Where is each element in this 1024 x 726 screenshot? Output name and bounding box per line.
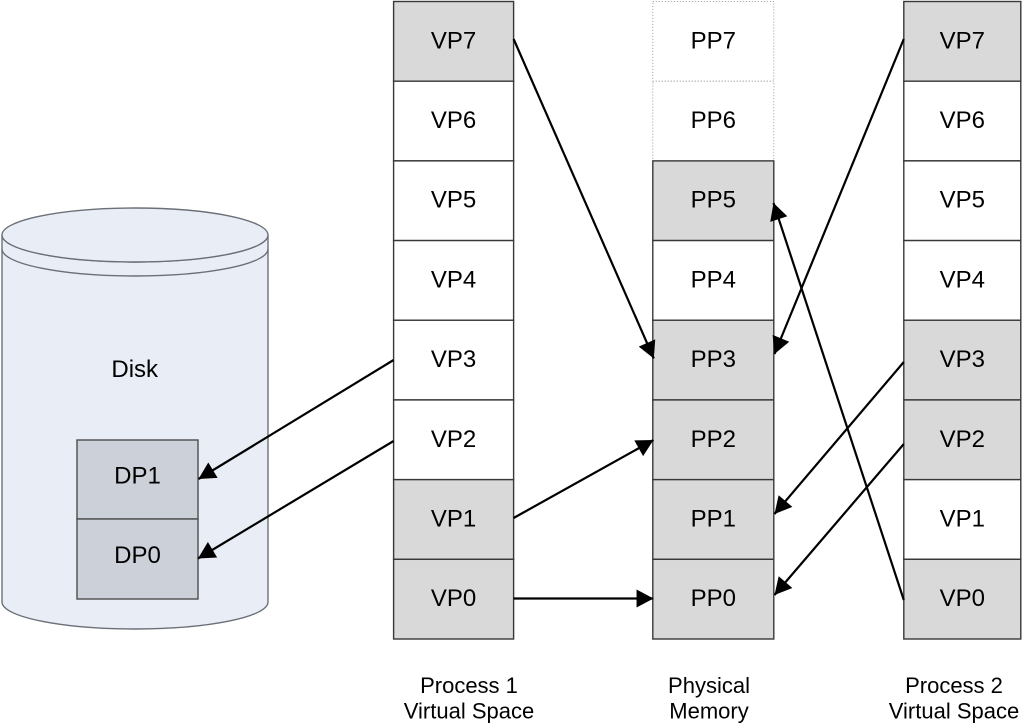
svg-text:Process 1: Process 1 [420,673,518,698]
svg-text:PP4: PP4 [691,266,736,293]
svg-text:VP2: VP2 [431,426,476,453]
svg-text:PP1: PP1 [691,506,736,533]
svg-text:DP1: DP1 [114,463,161,490]
svg-text:VP3: VP3 [940,346,985,373]
svg-text:Memory: Memory [669,699,748,724]
svg-text:VP7: VP7 [431,27,476,54]
svg-text:VP7: VP7 [940,27,985,54]
svg-text:PP3: PP3 [691,346,736,373]
svg-text:VP4: VP4 [431,266,476,293]
svg-text:VP6: VP6 [431,107,476,134]
svg-text:Process 2: Process 2 [905,673,1003,698]
svg-text:VP5: VP5 [940,187,985,214]
svg-text:VP1: VP1 [940,506,985,533]
svg-text:PP0: PP0 [691,585,736,612]
svg-text:PP5: PP5 [691,187,736,214]
svg-text:VP0: VP0 [940,585,985,612]
svg-text:VP0: VP0 [431,585,476,612]
svg-text:VP4: VP4 [940,266,985,293]
svg-text:Virtual Space: Virtual Space [404,699,534,724]
svg-text:DP0: DP0 [114,542,161,569]
svg-text:PP6: PP6 [691,107,736,134]
svg-text:VP6: VP6 [940,107,985,134]
svg-text:VP5: VP5 [431,187,476,214]
svg-text:PP2: PP2 [691,426,736,453]
svg-text:VP3: VP3 [431,346,476,373]
svg-text:VP2: VP2 [940,426,985,453]
svg-text:PP7: PP7 [691,27,736,54]
svg-text:VP1: VP1 [431,506,476,533]
svg-text:Virtual Space: Virtual Space [889,699,1019,724]
svg-text:Disk: Disk [111,356,159,383]
svg-text:Physical: Physical [668,673,750,698]
